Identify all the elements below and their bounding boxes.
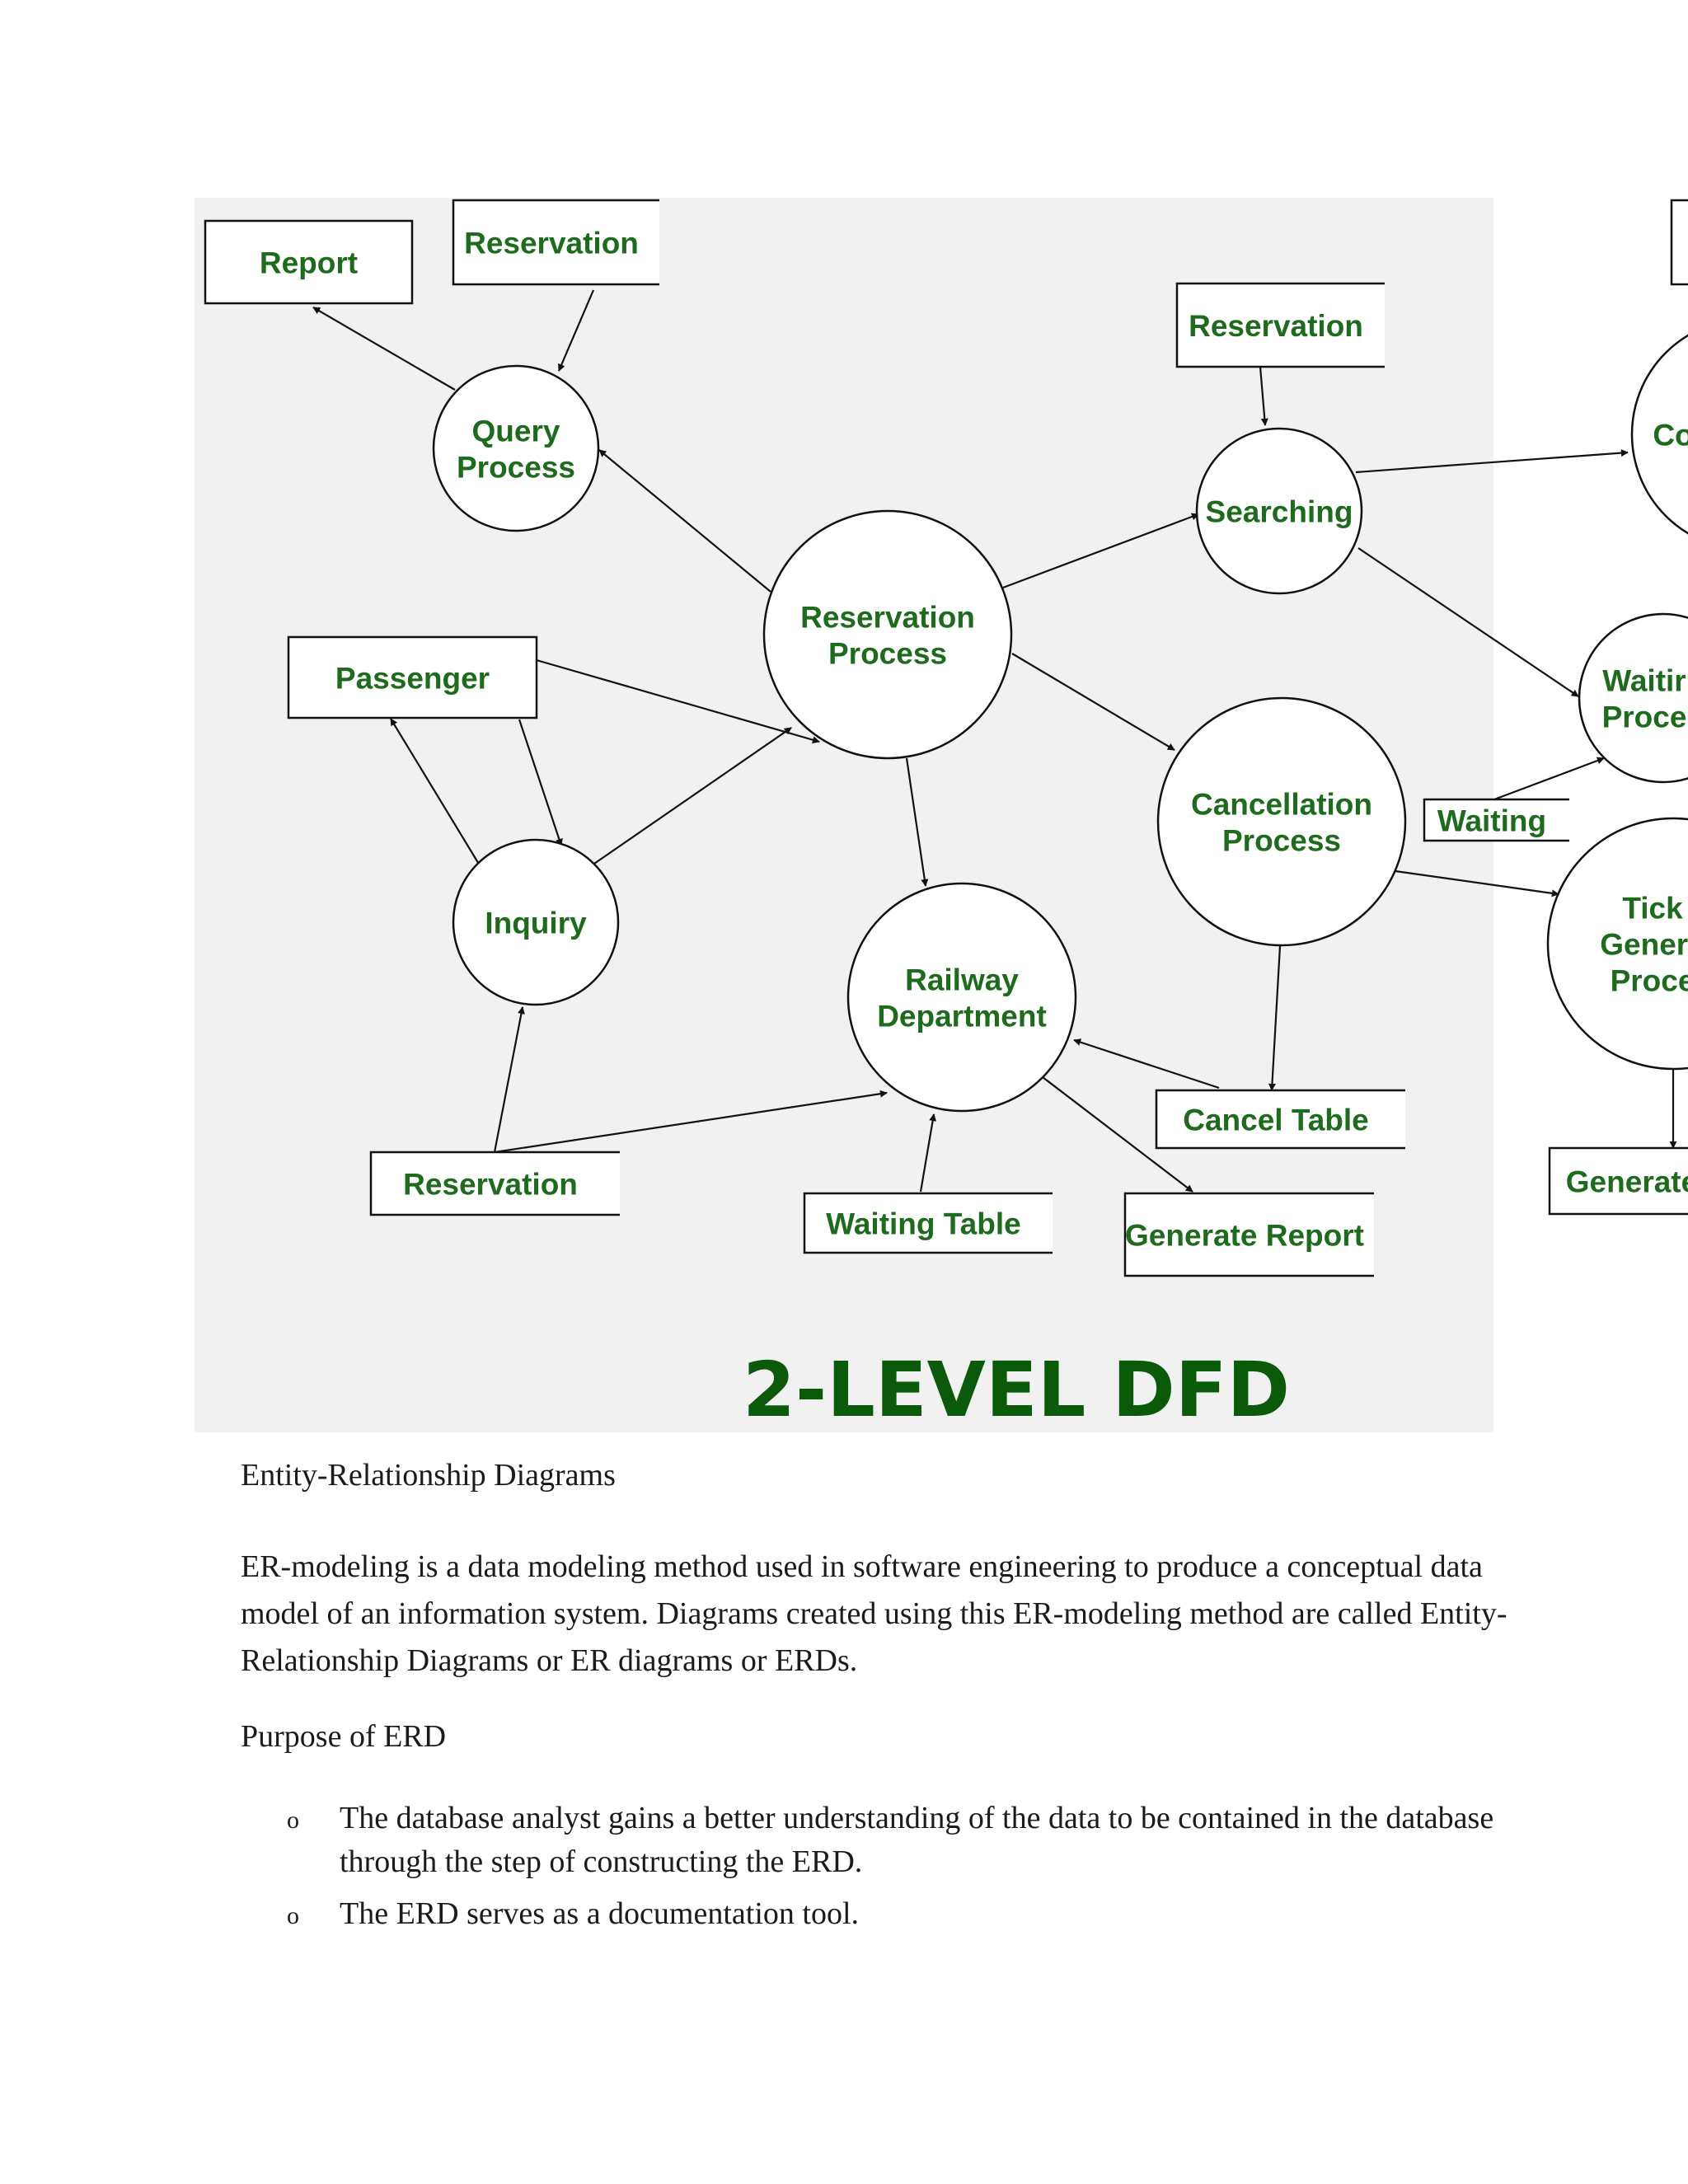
node-label: Waitir bbox=[1602, 663, 1686, 697]
flow-arrow bbox=[1073, 1038, 1220, 1090]
list-item: o The database analyst gains a better un… bbox=[241, 1797, 1526, 1884]
process-partial-ticket: TickGeneraProce bbox=[1546, 817, 1688, 1071]
node-label: Reservation bbox=[464, 226, 639, 260]
data-store-waiting-table: Waiting Table bbox=[803, 1192, 1053, 1254]
process-searching: Searching bbox=[1195, 427, 1363, 595]
flow-arrow bbox=[1357, 547, 1579, 697]
node-label: Department bbox=[877, 999, 1047, 1033]
purpose-heading: Purpose of ERD bbox=[241, 1719, 447, 1754]
edges bbox=[312, 289, 1677, 1193]
process-partial-co: Co bbox=[1630, 334, 1688, 535]
er-section-heading: Entity-Relationship Diagrams bbox=[241, 1458, 616, 1493]
node-label: Railway bbox=[905, 963, 1019, 996]
data-store-passenger: Passenger bbox=[287, 635, 538, 719]
node-label: Proce bbox=[1611, 963, 1688, 997]
node-label: Cancel Table bbox=[1183, 1103, 1369, 1137]
data-store-report: Report bbox=[204, 219, 414, 305]
flow-arrow bbox=[1011, 653, 1175, 751]
bullet-marker: o bbox=[287, 1807, 299, 1834]
node-label: Process bbox=[1222, 823, 1341, 857]
list-item-text: The database analyst gains a better unde… bbox=[340, 1801, 1494, 1879]
flow-arrow bbox=[312, 307, 456, 391]
flow-arrow bbox=[1493, 757, 1605, 801]
process-inquiry: Inquiry bbox=[452, 838, 620, 1006]
flow-arrow bbox=[1042, 1076, 1193, 1193]
node-label: Generate Report bbox=[1125, 1218, 1364, 1252]
flow-arrow bbox=[1268, 945, 1282, 1091]
flow-arrow bbox=[1355, 449, 1629, 474]
node-label: Searching bbox=[1206, 494, 1353, 528]
node-label: Inquiry bbox=[485, 906, 587, 940]
flow-arrow bbox=[919, 1113, 937, 1193]
data-store-reservation-top: Reservation bbox=[452, 199, 659, 286]
data-store-generate-report: Generate Report bbox=[1123, 1192, 1374, 1277]
node-label: Process bbox=[457, 450, 575, 484]
flow-arrow bbox=[905, 757, 929, 887]
list-item: o The ERD serves as a documentation tool… bbox=[241, 1892, 1526, 1936]
flow-arrow bbox=[494, 1090, 888, 1154]
flow-arrow bbox=[1395, 869, 1559, 898]
flow-arrow bbox=[1002, 513, 1199, 589]
purpose-list: o The database analyst gains a better un… bbox=[241, 1797, 1526, 1944]
flow-arrow bbox=[536, 658, 820, 744]
node-label: Co bbox=[1653, 418, 1688, 452]
flow-arrow bbox=[598, 449, 771, 593]
node-label: Query bbox=[472, 414, 560, 448]
nodes: ReportReservationReservationPassengerRes… bbox=[204, 199, 1688, 1277]
diagram-title: 2-LEVEL DFD bbox=[743, 1346, 1290, 1434]
node-label: Waiting bbox=[1437, 804, 1546, 837]
node-label: Generate bbox=[1566, 1165, 1688, 1198]
flow-arrow bbox=[390, 718, 481, 866]
node-label: Report bbox=[260, 246, 358, 279]
node-label: Genera bbox=[1600, 927, 1688, 961]
node-label: Cancellation bbox=[1191, 787, 1372, 821]
node-label: Process bbox=[828, 636, 947, 670]
node-label: Passenger bbox=[335, 661, 490, 695]
flow-arrow bbox=[518, 719, 563, 846]
data-store-box-far-right-top bbox=[1670, 199, 1688, 286]
data-store-waiting-store: Waiting bbox=[1423, 798, 1569, 842]
node-label: Reservation bbox=[403, 1167, 578, 1201]
node-label: Reservation bbox=[1189, 309, 1363, 343]
data-store-cancel-table: Cancel Table bbox=[1155, 1089, 1405, 1150]
flow-arrow bbox=[493, 1006, 525, 1153]
dfd-diagram: ReportReservationReservationPassengerRes… bbox=[195, 198, 1688, 1434]
data-store-generate-far-right: Generate bbox=[1548, 1146, 1688, 1216]
flow-arrow bbox=[557, 289, 595, 372]
list-item-text: The ERD serves as a documentation tool. bbox=[340, 1896, 860, 1931]
node-label: Reservation bbox=[800, 600, 975, 634]
er-paragraph: ER-modeling is a data modeling method us… bbox=[241, 1549, 1507, 1678]
node-label: Waiting Table bbox=[826, 1207, 1020, 1240]
data-store-reservation-bottom: Reservation bbox=[369, 1151, 620, 1216]
flow-arrow bbox=[591, 727, 792, 866]
flow-arrow bbox=[1259, 366, 1268, 426]
node-label: Tick bbox=[1622, 891, 1683, 925]
node-label: Proce bbox=[1602, 700, 1687, 733]
bullet-marker: o bbox=[287, 1902, 299, 1929]
data-store-reservation-right: Reservation bbox=[1175, 282, 1385, 368]
